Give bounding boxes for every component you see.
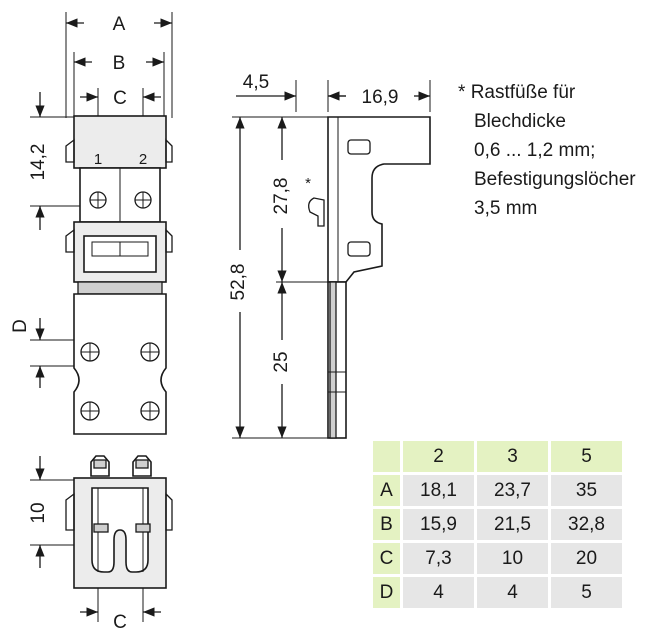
dim-label-D: D [10,319,31,333]
note-line-4: Befestigungslöcher [474,169,636,190]
table-cell: 10 [477,543,548,574]
pin-label-1: 1 [94,151,102,168]
table-cell: 35 [551,475,622,506]
table-cell: 32,8 [551,509,622,540]
table-cell: 4 [477,577,548,608]
table-cell: 15,9 [403,509,474,540]
dim-label-4-5: 4,5 [243,72,269,93]
note-star: * [458,82,466,103]
table-row: C 7,3 10 20 [373,543,622,574]
dim-label-A: A [113,14,126,35]
mounting-foot-note: * Rastfüße für Blechdicke 0,6 ... 1,2 mm… [458,78,636,223]
dim-label-27-8: 27,8 [271,178,292,215]
table-cell: 20 [551,543,622,574]
dimension-table: 2 3 5 A 18,1 23,7 35 B 15,9 21,5 32,8 C … [370,438,625,611]
dim-label-B: B [113,53,126,74]
table-row-label: A [373,475,400,506]
table-cell: 23,7 [477,475,548,506]
dim-label-16-9: 16,9 [362,87,399,108]
dim-label-14-2: 14,2 [28,144,49,181]
dim-label-C: C [113,88,127,109]
table-cell: 18,1 [403,475,474,506]
table-cell: 7,3 [403,543,474,574]
dim-label-C-bottom: C [113,612,127,633]
dim-label-52-8: 52,8 [228,264,249,301]
table-header-cell: 3 [477,441,548,472]
table-cell: 5 [551,577,622,608]
table-row: B 15,9 21,5 32,8 [373,509,622,540]
table-row-label: D [373,577,400,608]
table-header-row: 2 3 5 [373,441,622,472]
table-row-label: B [373,509,400,540]
note-line-3: 0,6 ... 1,2 mm; [474,140,596,161]
table-header-cell: 2 [403,441,474,472]
table-header-cell: 5 [551,441,622,472]
table-cell: 4 [403,577,474,608]
table-row: D 4 4 5 [373,577,622,608]
dim-label-25: 25 [271,351,292,372]
note-line-1: * Rastfüße für [458,82,576,103]
note-line-2: Blechdicke [474,111,566,132]
table-corner-cell [373,441,400,472]
bottom-view: 10 C [28,455,173,633]
table-row-label: C [373,543,400,574]
latch-star-marker: * [305,175,311,192]
table-row: A 18,1 23,7 35 [373,475,622,506]
table-cell: 21,5 [477,509,548,540]
dim-label-10: 10 [28,502,49,523]
front-view: A B C 14,2 D 1 2 [10,12,173,435]
side-view: 4,5 16,9 52,8 27,8 25 * [228,72,431,439]
note-line-5: 3,5 mm [474,198,538,219]
pin-label-2: 2 [139,151,147,168]
